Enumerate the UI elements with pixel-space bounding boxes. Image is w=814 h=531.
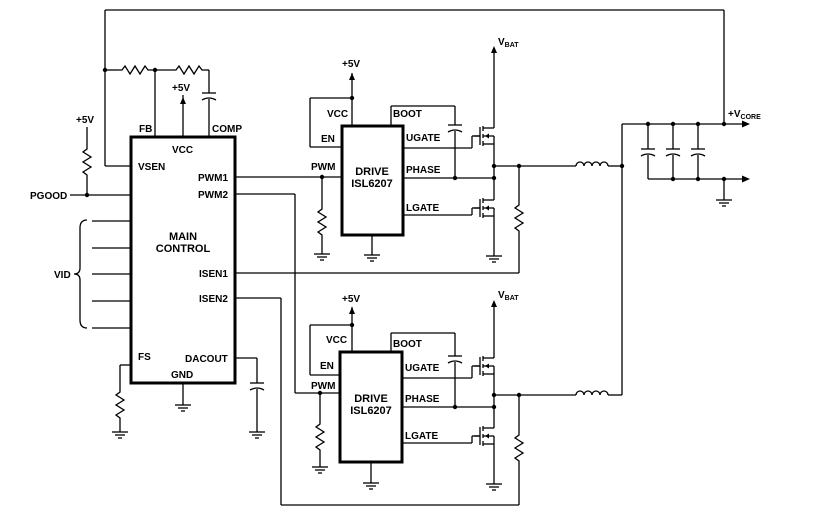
driver-2-pin-vcc: VCC (326, 335, 347, 346)
output-stage: +VCORE (619, 109, 761, 395)
driver-2: DRIVE ISL6207 VCC EN PWM BOOT UGATE PHAS… (309, 290, 622, 491)
feedback-network: +5V (102, 9, 725, 167)
pin-comp: COMP (212, 124, 242, 135)
main-control-title: MAIN (169, 231, 197, 243)
driver-2-pin-lgate: LGATE (405, 431, 438, 442)
driver-1-title: DRIVE (355, 166, 389, 178)
pgood-5v-label: +5V (76, 115, 94, 126)
pin-dacout: DACOUT (185, 354, 228, 365)
driver-1-pin-ugate: UGATE (406, 133, 441, 144)
main-control-chip: MAIN CONTROL FB VCC COMP VSEN PWM1 PWM2 … (129, 124, 242, 385)
driver-2-pin-phase: PHASE (405, 394, 440, 405)
pin-fb: FB (139, 124, 152, 135)
driver-1-pin-pwm: PWM (311, 162, 335, 173)
return-arrow (742, 175, 750, 183)
pin-pwm2: PWM2 (198, 190, 228, 201)
driver-1-pin-lgate: LGATE (406, 203, 439, 214)
driver-1-pin-vcc: VCC (327, 109, 348, 120)
driver-2-part: ISL6207 (350, 405, 392, 417)
pin-isen2: ISEN2 (199, 294, 228, 305)
driver-1-pin-boot: BOOT (393, 109, 422, 120)
driver-1-box (340, 124, 405, 237)
driver-2-pin-pwm: PWM (311, 381, 335, 392)
pin-vsen: VSEN (138, 162, 165, 173)
pin-vcc-main: VCC (172, 145, 193, 156)
driver-1-vbat-label: VBAT (498, 37, 519, 49)
driver-2-5v-label: +5V (342, 294, 360, 305)
driver-1-pin-en: EN (321, 134, 335, 145)
driver-1-5v-label: +5V (342, 59, 360, 70)
pin-gnd: GND (171, 370, 193, 381)
main-control-subtitle: CONTROL (156, 243, 211, 255)
vcore-arrow (742, 120, 750, 128)
pin-isen1: ISEN1 (199, 269, 228, 280)
vcore-label: +VCORE (728, 109, 761, 121)
driver-2-title: DRIVE (354, 393, 388, 405)
main-vcc-5v-label: +5V (172, 83, 190, 94)
pgood-label: PGOOD (30, 191, 67, 202)
driver-2-vbat-label: VBAT (498, 290, 519, 302)
driver-1-part: ISL6207 (351, 178, 393, 190)
driver-2-pin-en: EN (320, 361, 334, 372)
vid-bus: VID (54, 219, 131, 329)
pin-fs: FS (138, 352, 151, 363)
main-control-box (129, 135, 237, 385)
driver-1: DRIVE ISL6207 VCC EN PWM BOOT UGATE PHAS… (309, 37, 622, 263)
driver-2-pin-boot: BOOT (393, 339, 422, 350)
fs-resistor (111, 364, 131, 439)
main-control-routing (235, 176, 520, 506)
driver-2-pin-ugate: UGATE (405, 363, 440, 374)
vid-label: VID (54, 270, 71, 281)
pin-pwm1: PWM1 (198, 173, 228, 184)
pgood-pullup: +5V PGOOD (30, 115, 131, 202)
driver-1-pin-phase: PHASE (406, 165, 441, 176)
main-gnd (174, 383, 192, 412)
dacout-cap (235, 357, 266, 439)
